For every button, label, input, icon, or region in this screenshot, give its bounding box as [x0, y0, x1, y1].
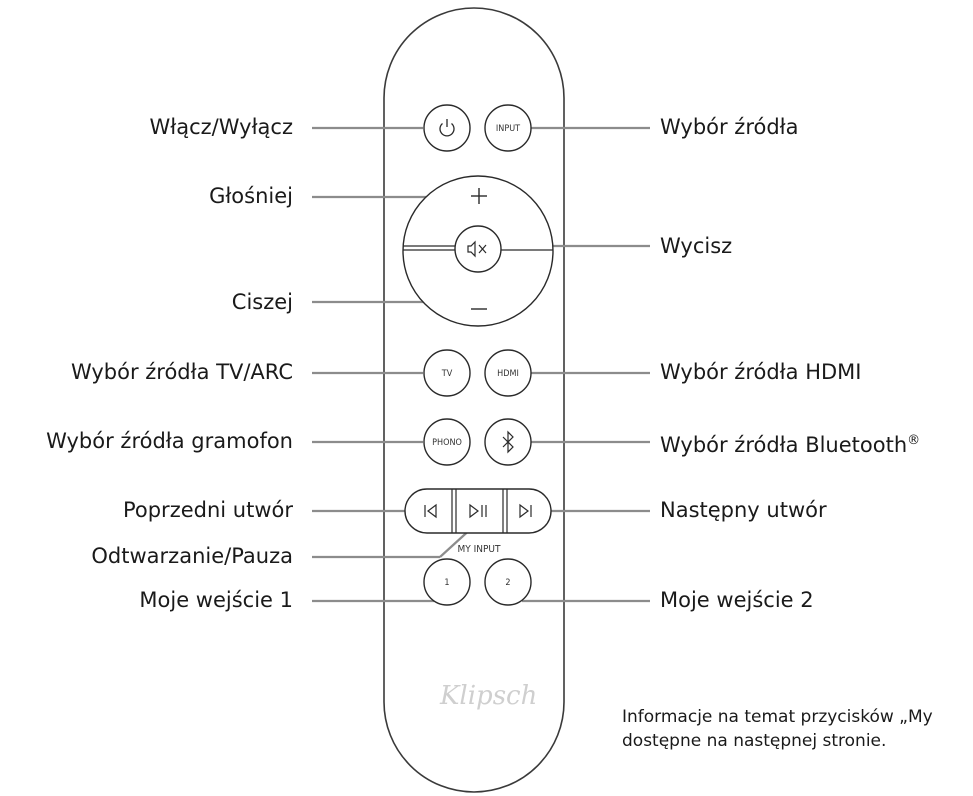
my-input-1-button — [423, 558, 471, 606]
remote-body — [383, 7, 565, 793]
label-mute: Wycisz — [660, 234, 733, 258]
label-volume-down: Ciszej — [231, 290, 293, 314]
power-button — [423, 104, 471, 152]
my-input-1-text: 1 — [444, 578, 449, 588]
next-icon — [519, 503, 532, 519]
label-bluetooth-text: Wybór źródła Bluetooth — [660, 433, 908, 457]
input-button-text: INPUT — [496, 124, 520, 134]
info-note-line-1: Informacje na temat przycisków „My — [622, 707, 933, 727]
info-note: Informacje na temat przycisków „My dostę… — [622, 705, 933, 753]
phono-button-text: PHONO — [432, 438, 462, 448]
phono-button — [423, 418, 471, 466]
registered-mark: ® — [907, 433, 921, 448]
label-bluetooth: Wybór źródła Bluetooth® — [660, 429, 920, 457]
label-phono: Wybór źródła gramofon — [46, 429, 293, 453]
label-tv-arc: Wybór źródła TV/ARC — [70, 360, 293, 384]
plus-icon — [471, 188, 487, 204]
hdmi-button — [484, 349, 532, 397]
my-input-2-button — [484, 558, 532, 606]
label-my-input-2: Moje wejście 2 — [660, 588, 814, 612]
label-next: Następny utwór — [660, 498, 827, 522]
my-input-heading: MY INPUT — [458, 544, 502, 555]
label-play-pause: Odtwarzanie/Pauza — [91, 544, 293, 568]
input-button — [484, 104, 532, 152]
bluetooth-icon — [502, 430, 514, 454]
power-icon — [439, 119, 455, 137]
klipsch-logo: Klipsch — [439, 681, 537, 711]
mute-icon — [467, 240, 487, 258]
label-previous: Poprzedni utwór — [122, 498, 293, 522]
label-volume-up: Głośniej — [209, 184, 293, 208]
play-pause-icon — [469, 503, 487, 519]
label-my-input-1: Moje wejście 1 — [139, 588, 293, 612]
label-input: Wybór źródła — [660, 115, 799, 139]
label-power: Włącz/Wyłącz — [149, 115, 293, 139]
tv-button-text: TV — [441, 369, 453, 379]
my-input-2-text: 2 — [505, 578, 510, 588]
mute-button — [454, 225, 502, 273]
hdmi-button-text: HDMI — [497, 369, 519, 379]
tv-button — [423, 349, 471, 397]
previous-icon — [424, 503, 437, 519]
label-hdmi: Wybór źródła HDMI — [660, 360, 862, 384]
info-note-line-2: dostępne na następnej stronie. — [622, 731, 887, 751]
